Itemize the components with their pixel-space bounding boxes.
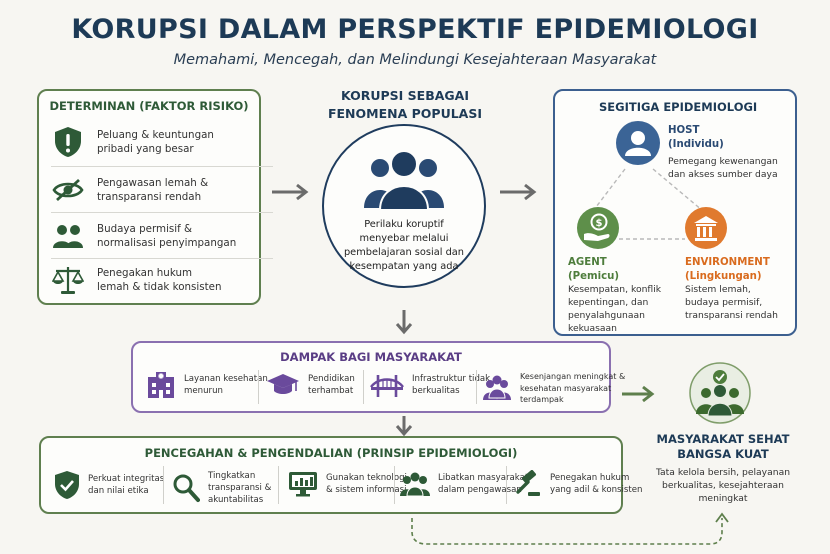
dampak-item: Infrastruktur tidak berkualitas (370, 371, 490, 399)
people-icon (51, 219, 85, 253)
person-icon (616, 121, 660, 165)
arrow-right-icon (500, 183, 537, 201)
pencegahan-item: Perkuat integritas dan nilai etika (54, 470, 164, 500)
pencegahan-item: Gunakan teknologi & sistem informasi (288, 470, 407, 498)
page-title: KORUPSI DALAM PERSPEKTIF EPIDEMIOLOGI (71, 14, 759, 45)
graduation-cap-icon (267, 374, 299, 394)
divider (258, 370, 259, 404)
arrow-down-icon (395, 416, 413, 437)
scales-icon (51, 263, 85, 297)
bridge-icon (370, 375, 404, 397)
divider (51, 212, 273, 213)
dampak-title: DAMPAK BAGI MASYARAKAT (280, 350, 462, 364)
page-subtitle: Memahami, Mencegah, dan Melindungi Kesej… (173, 52, 657, 68)
pencegahan-item: Tingkatkan transparansi & akuntabilitas (172, 470, 271, 506)
triangle-lines (592, 168, 704, 240)
svg-text:$: $ (596, 218, 603, 229)
building-icon (685, 207, 727, 249)
determinan-item: Penegakan hukum lemah & tidak konsisten (51, 259, 271, 301)
shield-exclamation-icon (51, 125, 85, 159)
pencegahan-item-text: Tingkatkan transparansi & akuntabilitas (208, 471, 272, 505)
determinan-item-text: Peluang & keuntungan pribadi yang besar (97, 129, 214, 155)
gavel-icon (516, 470, 540, 496)
divider (163, 466, 164, 504)
divider (51, 166, 273, 167)
environment-desc: Sistem lemah, budaya permisif, transpara… (685, 284, 778, 321)
host-desc: Pemegang kewenangan dan akses sumber day… (668, 156, 778, 180)
determinan-item-text: Penegakan hukum lemah & tidak konsisten (97, 267, 222, 293)
shield-check-icon (55, 471, 79, 499)
people-group-icon (483, 375, 511, 401)
divider (394, 466, 395, 504)
population-group-icon (364, 150, 444, 210)
agent-desc: Kesempatan, konflik kepentingan, dan pen… (568, 284, 662, 334)
dampak-item-text: Layanan kesehatan menurun (184, 374, 268, 396)
pencegahan-item: Libatkan masyarakat dalam pengawasan (400, 470, 528, 498)
dampak-item: Layanan kesehatan menurun (146, 371, 268, 399)
determinan-item: Peluang & keuntungan pribadi yang besar (51, 121, 271, 163)
determinan-item-text: Budaya permisif & normalisasi penyimpang… (97, 223, 237, 249)
healthy-community-icon (689, 362, 751, 424)
pencegahan-item-text: Libatkan masyarakat dalam pengawasan (438, 473, 529, 495)
determinan-title: DETERMINAN (FAKTOR RISIKO) (49, 99, 249, 113)
segitiga-title: SEGITIGA EPIDEMIOLOGI (599, 100, 758, 114)
dampak-item-text: Pendidikan terhambat (308, 374, 355, 396)
arrow-right-icon (622, 385, 655, 403)
magnifier-icon (173, 474, 200, 502)
arrow-down-icon (395, 310, 413, 335)
agent-label: AGENT (Pemicu) (568, 257, 620, 282)
environment-label: ENVIRONMENT (Lingkungan) (685, 257, 770, 282)
divider (363, 370, 364, 404)
dampak-item: Pendidikan terhambat (266, 371, 355, 399)
host-label: HOST (Individu) (668, 125, 724, 150)
pencegahan-item-text: Gunakan teknologi & sistem informasi (326, 473, 407, 495)
determinan-item: Pengawasan lemah & transparansi rendah (51, 169, 271, 211)
dampak-item-text: Kesenjangan meningkat & kesehatan masyar… (520, 372, 626, 404)
determinan-card: DETERMINAN (FAKTOR RISIKO) Peluang & keu… (37, 89, 273, 305)
eye-slash-icon (51, 173, 85, 207)
hospital-icon (148, 372, 174, 398)
divider (278, 466, 279, 504)
center-title: KORUPSI SEBAGAI FENOMENA POPULASI (327, 88, 483, 121)
dashed-arrow-icon (411, 512, 729, 545)
money-hand-icon: $ (577, 207, 619, 249)
community-icon (400, 472, 430, 497)
masyarakat-title: MASYARAKAT SEHAT BANGSA KUAT (656, 432, 790, 461)
pencegahan-item: Penegakan hukum yang adil & konsisten (514, 470, 642, 498)
determinan-item-text: Pengawasan lemah & transparansi rendah (97, 177, 209, 203)
arrow-right-icon (272, 183, 309, 201)
pencegahan-title: PENCEGAHAN & PENGENDALIAN (PRINSIP EPIDE… (144, 446, 518, 460)
divider (506, 466, 507, 504)
dampak-item-text: Infrastruktur tidak berkualitas (412, 374, 491, 396)
divider (51, 258, 273, 259)
pencegahan-item-text: Penegakan hukum yang adil & konsisten (550, 473, 643, 495)
center-text: Perilaku koruptif menyebar melalui pembe… (343, 219, 465, 272)
masyarakat-desc: Tata kelola bersih, pelayanan berkualita… (655, 467, 791, 504)
dampak-item: Kesenjangan meningkat & kesehatan masyar… (482, 371, 625, 406)
dampak-card: DAMPAK BAGI MASYARAKAT (131, 341, 611, 413)
pencegahan-item-text: Perkuat integritas dan nilai etika (88, 474, 165, 496)
determinan-item: Budaya permisif & normalisasi penyimpang… (51, 215, 271, 257)
divider (476, 370, 477, 404)
monitor-chart-icon (289, 472, 317, 497)
